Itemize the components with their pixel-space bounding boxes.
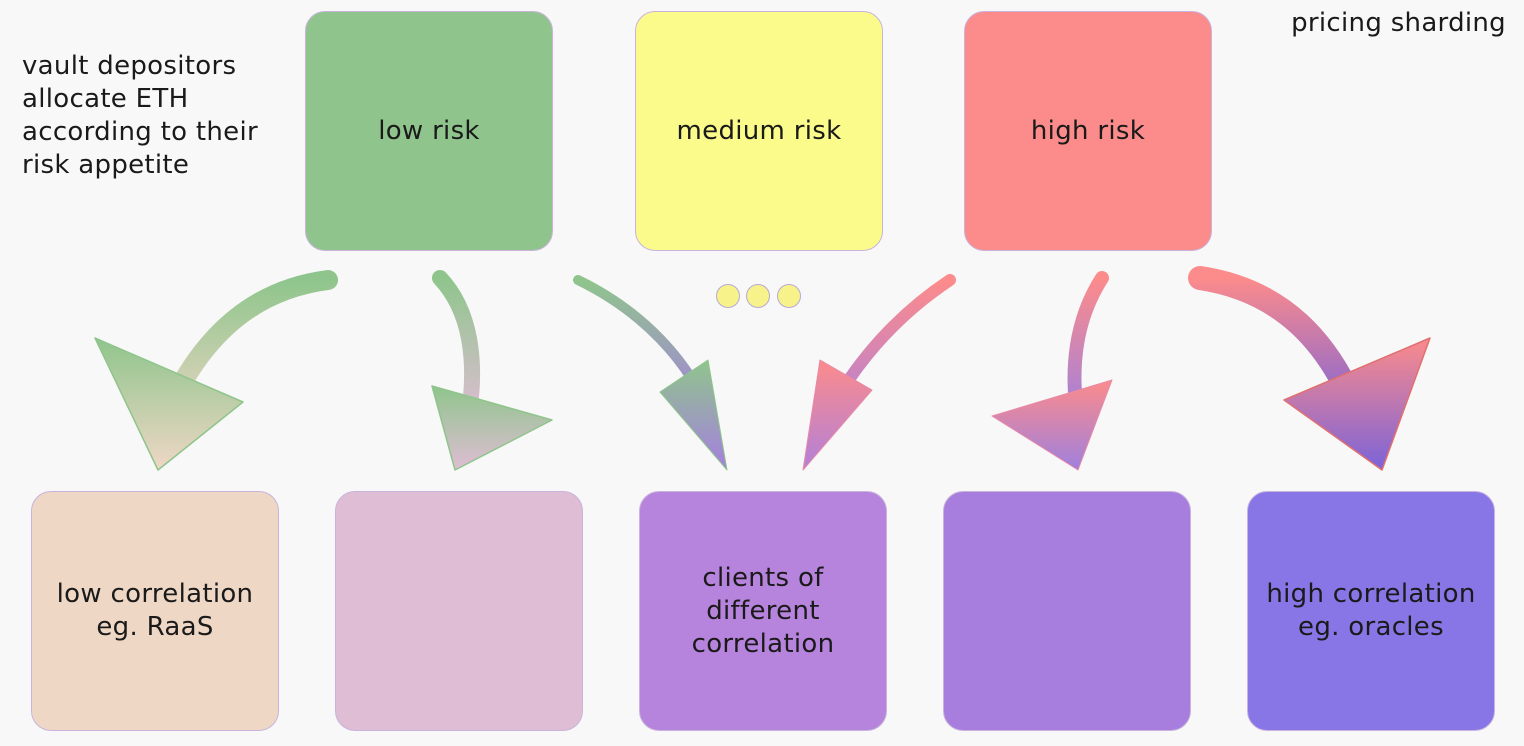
intro-line: risk appetite — [22, 150, 190, 180]
intro-line: allocate ETH — [22, 84, 189, 114]
client-box-text: clients of different correlation — [692, 562, 835, 661]
client-box-line: low correlation — [56, 579, 254, 609]
risk-tier-label: medium risk — [676, 115, 842, 146]
intro-line: vault depositors — [22, 51, 237, 81]
client-box-2 — [335, 491, 583, 731]
client-box-line: different — [706, 595, 820, 626]
client-box-line: correlation — [691, 628, 835, 659]
arrow-low-to-client-1 — [94, 270, 338, 471]
arrow-high-to-client-4 — [991, 271, 1113, 471]
client-box-text: low correlation eg. RaaS — [57, 578, 254, 644]
client-box-mixed-correlation: clients of different correlation — [639, 491, 887, 731]
arrow-low-to-client-2 — [431, 270, 553, 471]
arrow-low-to-client-3 — [573, 275, 728, 471]
client-box-line: high correlation — [1266, 579, 1476, 609]
risk-tier-high: high risk — [964, 11, 1212, 251]
client-box-low-correlation: low correlation eg. RaaS — [31, 491, 279, 731]
risk-tier-medium: medium risk — [635, 11, 883, 251]
diagram-title: pricing sharding — [1291, 8, 1506, 38]
client-box-line: clients of — [702, 562, 824, 593]
client-box-text: high correlation eg. oracles — [1266, 578, 1475, 644]
risk-tier-label: low risk — [378, 115, 480, 146]
ellipsis-dot — [716, 284, 740, 308]
client-box-4 — [943, 491, 1191, 731]
intro-text: vault depositors allocate ETH according … — [22, 50, 258, 182]
arrow-high-to-client-5 — [1188, 266, 1431, 471]
client-box-high-correlation: high correlation eg. oracles — [1247, 491, 1495, 731]
client-box-line: eg. RaaS — [96, 612, 214, 642]
risk-tier-low: low risk — [305, 11, 553, 251]
client-box-line: eg. oracles — [1298, 612, 1444, 642]
intro-line: according to their — [22, 117, 258, 147]
arrow-high-to-client-3 — [802, 274, 956, 471]
ellipsis-dot — [746, 284, 770, 308]
ellipsis-dot — [777, 284, 801, 308]
risk-tier-label: high risk — [1030, 115, 1146, 146]
